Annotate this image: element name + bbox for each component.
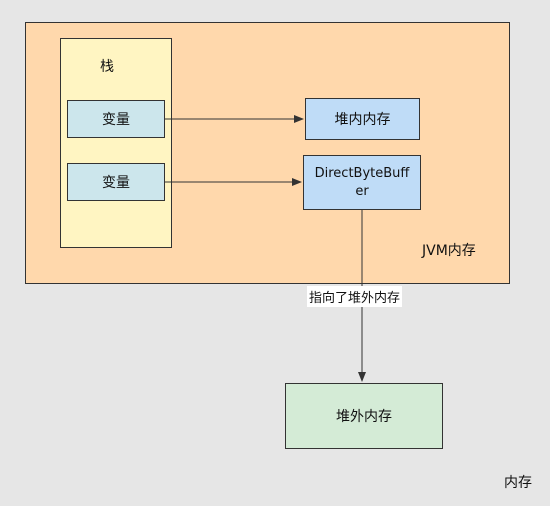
- direct-byte-buffer-label: DirectByteBuffer: [314, 165, 410, 199]
- heap-memory-label: 堆内内存: [334, 112, 391, 128]
- off-heap-memory-label: 堆外内存: [336, 409, 392, 425]
- heap-memory-box: 堆内内存: [305, 98, 420, 140]
- variable-label-1: 变量: [102, 112, 130, 128]
- stack-label: 栈: [100, 59, 114, 75]
- direct-byte-buffer-box: DirectByteBuffer: [303, 155, 421, 210]
- stack-region: [60, 38, 172, 248]
- edge-label-points-to-off-heap: 指向了堆外内存: [307, 286, 403, 307]
- off-heap-memory-box: 堆外内存: [285, 383, 443, 449]
- memory-label: 内存: [504, 475, 532, 491]
- jvm-memory-label: JVM内存: [422, 243, 476, 259]
- variable-box-2: 变量: [67, 163, 165, 201]
- variable-box-1: 变量: [67, 100, 165, 138]
- variable-label-2: 变量: [102, 175, 130, 191]
